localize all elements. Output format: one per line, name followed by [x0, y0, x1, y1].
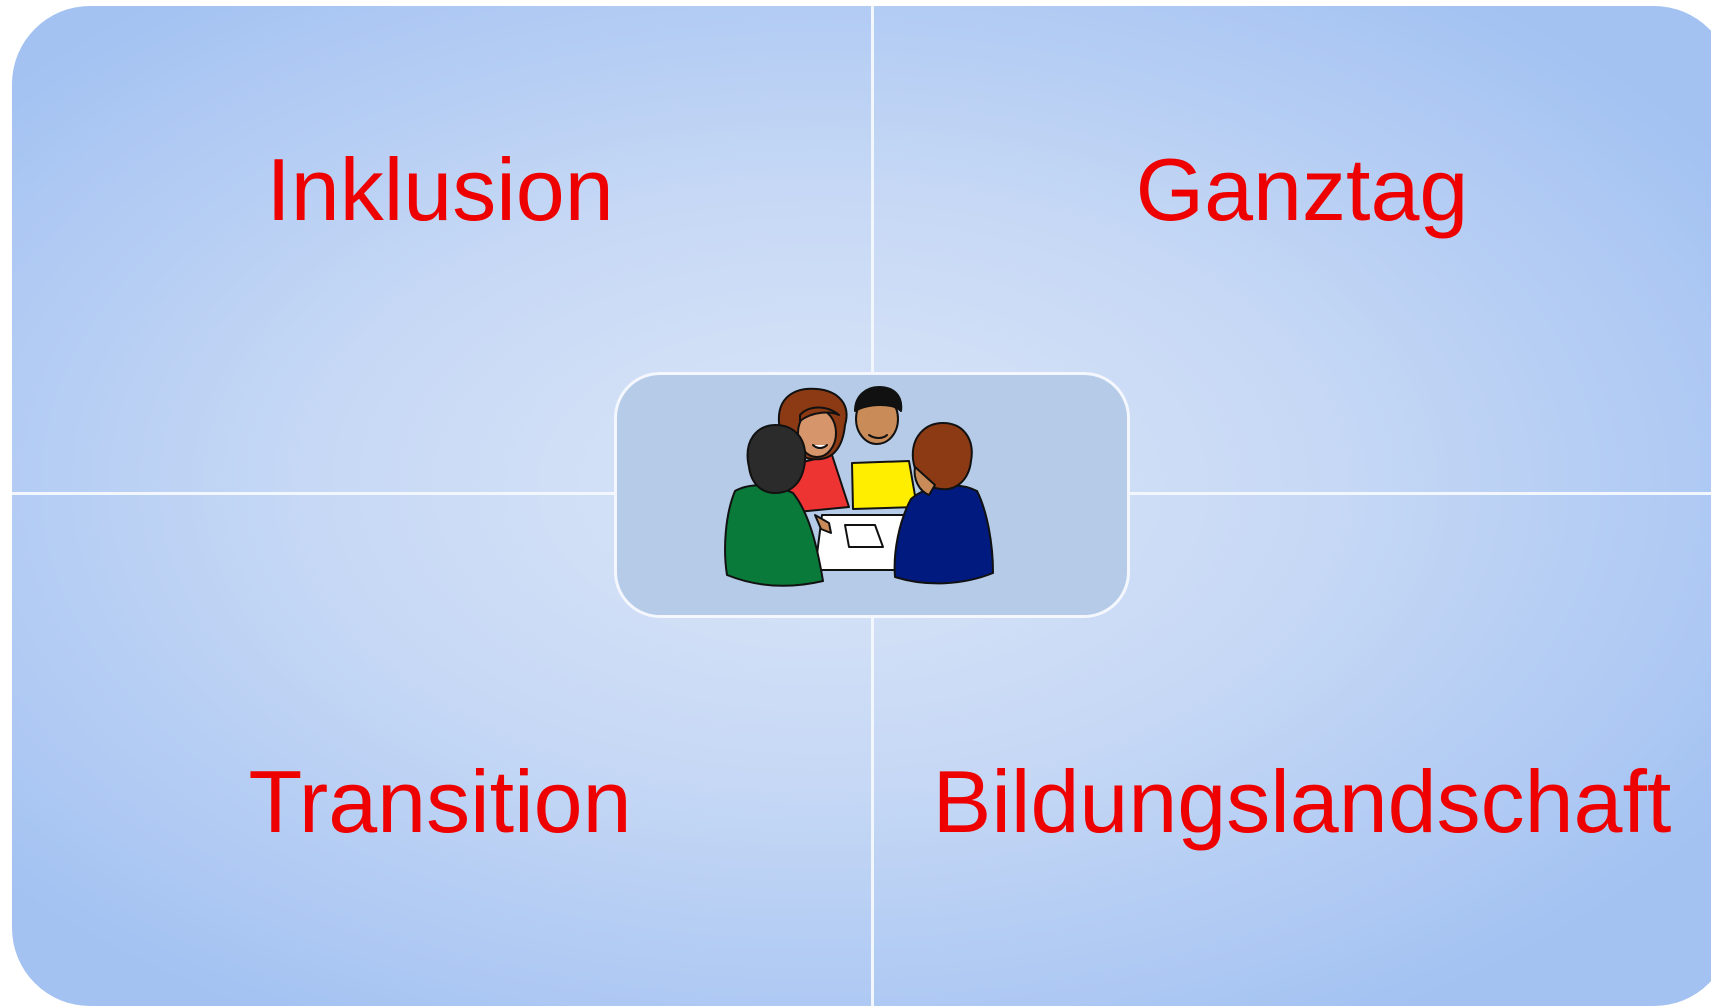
- center-image-box: [614, 372, 1130, 618]
- quadrant-label-inklusion: Inklusion: [266, 140, 614, 239]
- quadrant-label-ganztag: Ganztag: [1135, 140, 1469, 239]
- quadrant-label-transition: Transition: [248, 752, 632, 851]
- quadrant-diagram: Inklusion Ganztag Transition Bildungslan…: [12, 6, 1711, 1006]
- quadrant-label-bildungslandschaft: Bildungslandschaft: [932, 752, 1672, 851]
- group-discussion-icon: [724, 386, 994, 587]
